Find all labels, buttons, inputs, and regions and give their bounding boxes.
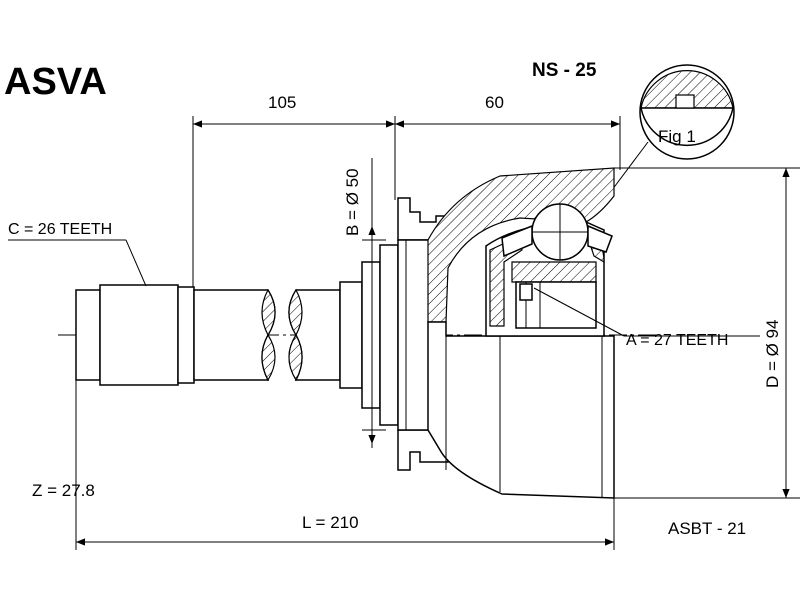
stub-shaft [75,284,276,386]
shaft-break-section [261,288,341,382]
part-number: NS - 25 [532,60,597,81]
outer-diameter-dimension: D = Ø 94 [614,167,800,499]
teeth-callouts: C = 26 TEETH A = 27 TEETH [8,221,760,349]
dim-60: 60 [485,93,504,112]
dim-l-length: L = 210 [302,513,359,532]
brand-title: ASVA [4,61,107,103]
dim-b-diameter: B = Ø 50 [343,168,362,236]
dim-105: 105 [268,93,296,112]
footer-code: ASBT - 21 [668,519,746,538]
shaft-shoulder [339,244,399,426]
outer-race [427,167,615,499]
total-length-dimension: L = 210 [75,380,615,550]
fig-1-label: Fig 1 [658,127,696,146]
dim-d-diameter: D = Ø 94 [763,319,782,388]
fig-1-detail: Fig 1 [611,64,735,191]
bore-dimension: B = Ø 50 [343,158,386,448]
dim-z: Z = 27.8 [32,481,95,500]
callout-a-teeth: A = 27 TEETH [626,332,728,349]
top-dimensions: 105 60 [192,93,621,290]
callout-c-teeth: C = 26 TEETH [8,221,112,238]
